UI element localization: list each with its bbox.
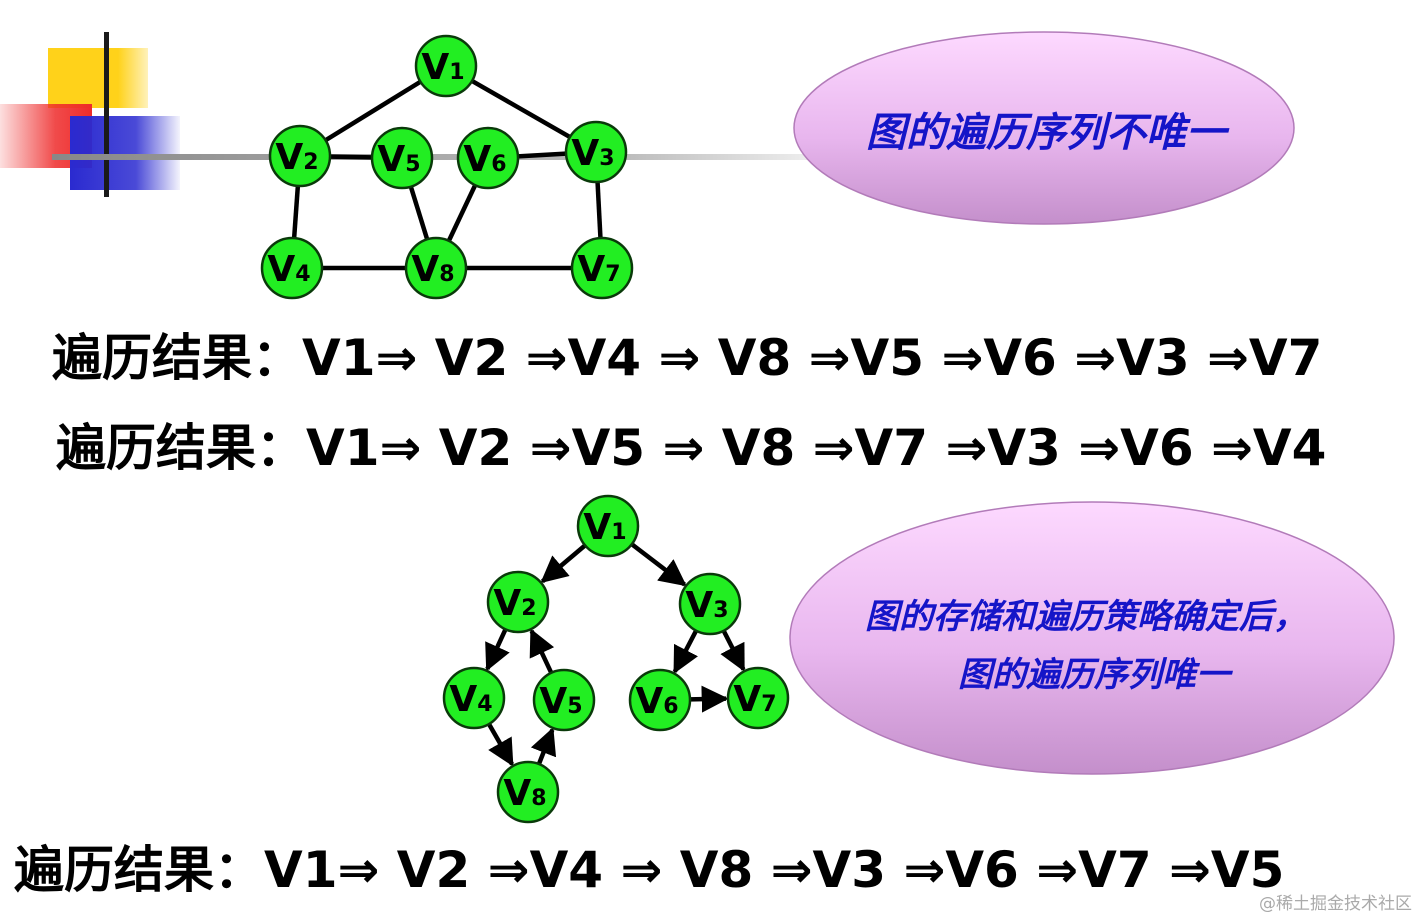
graph1-node-v3: V3 (564, 120, 628, 184)
traversal-result-2: 遍历结果：V1⇒ V2 ⇒V5 ⇒ V8 ⇒V7 ⇒V3 ⇒V6 ⇒V4 (56, 408, 1326, 480)
graph1-node-label: V1 (421, 47, 464, 88)
callout-1-text: 图的遍历序列不唯一 (866, 109, 1230, 156)
graph1-edge-v6-v3 (517, 151, 567, 159)
graph1-node-label: V8 (411, 249, 454, 290)
graph2-edge-v2-v4 (485, 628, 510, 672)
traversal-sequence-1: V1⇒ V2 ⇒V4 ⇒ V8 ⇒V5 ⇒V6 ⇒V3 ⇒V7 (302, 329, 1323, 387)
graph2-node-v2: V2 (486, 570, 550, 634)
graph2-node-v8: V8 (496, 760, 560, 824)
graph1-edge-v1-v3 (470, 78, 572, 140)
graph1-node-label: V3 (571, 133, 614, 174)
graph1-node-v8: V8 (404, 236, 468, 300)
graph1-node-v5: V5 (370, 126, 434, 190)
traversal-sequence-2: V1⇒ V2 ⇒V5 ⇒ V8 ⇒V7 ⇒V3 ⇒V6 ⇒V4 (306, 419, 1327, 477)
graph2-node-label: V5 (539, 681, 582, 722)
graph1-node-label: V7 (577, 249, 620, 290)
graph1-edge-v2-v5 (329, 154, 373, 160)
graph2-edge-v1-v2 (540, 543, 587, 584)
graph2-node-v5: V5 (532, 668, 596, 732)
graph2-node-label: V1 (583, 507, 626, 548)
callout-bubble-1: 图的遍历序列不唯一 (793, 31, 1295, 225)
graph2-node-label: V7 (733, 679, 776, 720)
callout-2-line2: 图的遍历序列唯一 (958, 655, 1234, 695)
graph1-node-v1: V1 (414, 34, 478, 98)
graph1-node-v7: V7 (570, 236, 634, 300)
graph2-edges (485, 542, 746, 767)
graph1-node-v6: V6 (456, 126, 520, 190)
watermark: @稀土掘金技术社区 (1259, 894, 1412, 914)
graph1-edge-v5-v8 (408, 185, 430, 241)
graph1-node-v2: V2 (268, 124, 332, 188)
graph2-edge-v4-v8 (486, 722, 515, 767)
graph2-node-v6: V6 (628, 668, 692, 732)
traversal-label: 遍历结果： (52, 329, 302, 387)
graph2-node-label: V6 (635, 681, 678, 722)
graph2-edge-v8-v5 (530, 727, 557, 765)
graph2-node-v3: V3 (678, 572, 742, 636)
callout-bubble-2: 图的存储和遍历策略确定后， 图的遍历序列唯一 (789, 501, 1395, 775)
traversal-label: 遍历结果： (14, 841, 264, 899)
graph1-node-label: V5 (377, 139, 420, 180)
graph1-edge-v2-v4 (291, 185, 301, 239)
graph2-node-label: V8 (503, 773, 546, 814)
graph1-edge-v6-v8 (446, 184, 478, 242)
graph1-edge-v3-v7 (595, 181, 603, 239)
graph2-edge-v3-v6 (672, 629, 699, 675)
graph2-node-label: V4 (449, 679, 492, 720)
traversal-label: 遍历结果： (56, 419, 306, 477)
graph1-edges (291, 78, 603, 271)
graph2-edge-v3-v7 (720, 629, 746, 672)
graph2-edge-v1-v3 (630, 542, 687, 587)
graph1-edge-v1-v2 (324, 79, 422, 143)
graph1-node-label: V6 (463, 139, 506, 180)
traversal-sequence-3: V1⇒ V2 ⇒V4 ⇒ V8 ⇒V3 ⇒V6 ⇒V7 ⇒V5 (264, 841, 1285, 899)
graph1-node-label: V2 (275, 137, 318, 178)
traversal-result-3: 遍历结果：V1⇒ V2 ⇒V4 ⇒ V8 ⇒V3 ⇒V6 ⇒V7 ⇒V5 (14, 830, 1284, 902)
graph2-node-label: V2 (493, 583, 536, 624)
graph2-node-v4: V4 (442, 666, 506, 730)
graph2-node-label: V3 (685, 585, 728, 626)
traversal-result-1: 遍历结果：V1⇒ V2 ⇒V4 ⇒ V8 ⇒V5 ⇒V6 ⇒V3 ⇒V7 (52, 318, 1322, 390)
graph2-node-v7: V7 (726, 666, 790, 730)
graph2-edge-v5-v2 (529, 628, 555, 674)
graph2-node-v1: V1 (576, 494, 640, 558)
graph2-edge-v6-v7 (689, 685, 729, 713)
graph1-node-v4: V4 (260, 236, 324, 300)
callout-2-line1: 图的存储和遍历策略确定后， (865, 597, 1307, 637)
graph1-node-label: V4 (267, 249, 310, 290)
